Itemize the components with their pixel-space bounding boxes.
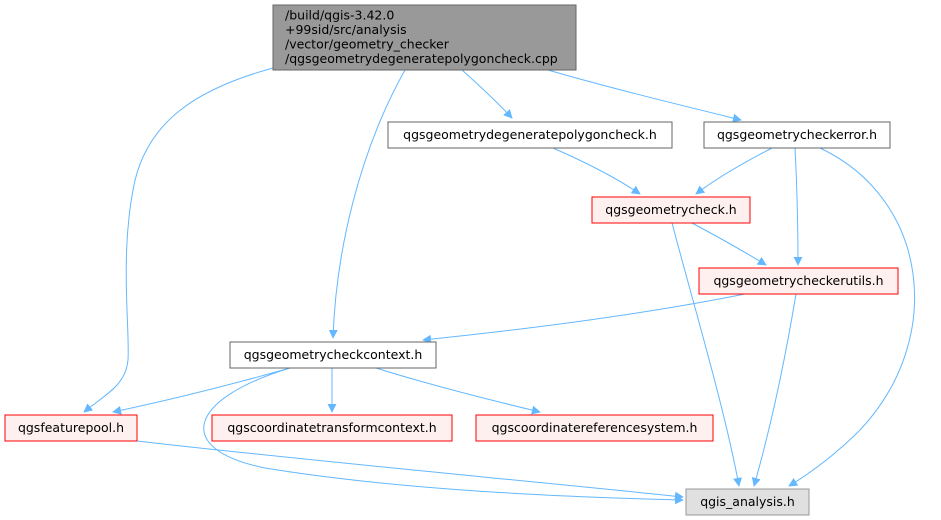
node-label: /qgsgeometrydegeneratepolygoncheck.cpp: [285, 51, 558, 66]
node-label: qgsgeometrycheckerror.h: [717, 127, 877, 142]
edge-root-to-featurepool_h: [83, 67, 274, 413]
node-box: [387, 121, 673, 149]
node-utils_h[interactable]: qgsgeometrycheckerutils.h: [698, 267, 899, 295]
node-label: qgsgeometrycheckcontext.h: [244, 347, 423, 362]
node-label: qgsgeometrycheckerutils.h: [713, 273, 883, 288]
edge-context_h-to-featurepool_h: [112, 367, 291, 415]
node-label: qgsfeaturepool.h: [18, 420, 124, 435]
node-transform_h[interactable]: qgscoordinatetransformcontext.h: [211, 414, 453, 442]
edge-utils_h-to-analysis_h: [751, 293, 797, 487]
node-box: [703, 121, 891, 149]
node-label: qgis_analysis.h: [700, 494, 795, 509]
node-box: [229, 341, 437, 369]
edge-checkerror_h-to-analysis_h: [788, 147, 915, 487]
edge-utils_h-to-context_h: [422, 293, 746, 344]
node-box: [4, 414, 138, 442]
edge-check_h-to-analysis_h: [671, 222, 742, 487]
node-label: qgscoordinatetransformcontext.h: [227, 420, 436, 435]
edge-root-to-degen_h: [461, 69, 513, 119]
node-label: /build/qgis-3.42.0: [285, 8, 394, 23]
edge-root-to-checkerror_h: [547, 69, 742, 123]
node-featurepool_h[interactable]: qgsfeaturepool.h: [4, 414, 138, 442]
node-root[interactable]: /build/qgis-3.42.0+99sid/src/analysis/ve…: [272, 4, 577, 71]
node-label: qgsgeometrycheck.h: [605, 202, 736, 217]
edge-root-to-context_h: [328, 69, 406, 339]
node-label: /vector/geometry_checker: [285, 37, 450, 52]
node-box: [698, 267, 899, 295]
node-box: [591, 196, 751, 224]
edge-checkerror_h-to-check_h: [695, 147, 773, 195]
edge-check_h-to-utils_h: [691, 222, 767, 266]
node-degen_h[interactable]: qgsgeometrydegeneratepolygoncheck.h: [387, 121, 673, 149]
node-box: [211, 414, 453, 442]
edges-layer: [83, 67, 915, 505]
node-check_h[interactable]: qgsgeometrycheck.h: [591, 196, 751, 224]
edge-context_h-to-crs_h: [375, 367, 541, 415]
node-label: +99sid/src/analysis: [285, 22, 407, 37]
node-crs_h[interactable]: qgscoordinatereferencesystem.h: [475, 414, 714, 442]
node-context_h[interactable]: qgsgeometrycheckcontext.h: [229, 341, 437, 369]
node-analysis_h[interactable]: qgis_analysis.h: [685, 488, 810, 516]
edge-degen_h-to-check_h: [552, 147, 641, 195]
node-box: [475, 414, 714, 442]
nodes-layer: /build/qgis-3.42.0+99sid/src/analysis/ve…: [4, 4, 899, 516]
node-label: qgscoordinatereferencesystem.h: [492, 420, 698, 435]
edge-context_h-to-analysis_h: [203, 367, 684, 505]
node-box: [272, 4, 577, 71]
node-label: qgsgeometrydegeneratepolygoncheck.h: [403, 127, 657, 142]
edge-featurepool_h-to-analysis_h: [136, 440, 684, 501]
edge-checkerror_h-to-utils_h: [793, 147, 803, 266]
node-box: [685, 488, 810, 516]
node-checkerror_h[interactable]: qgsgeometrycheckerror.h: [703, 121, 891, 149]
